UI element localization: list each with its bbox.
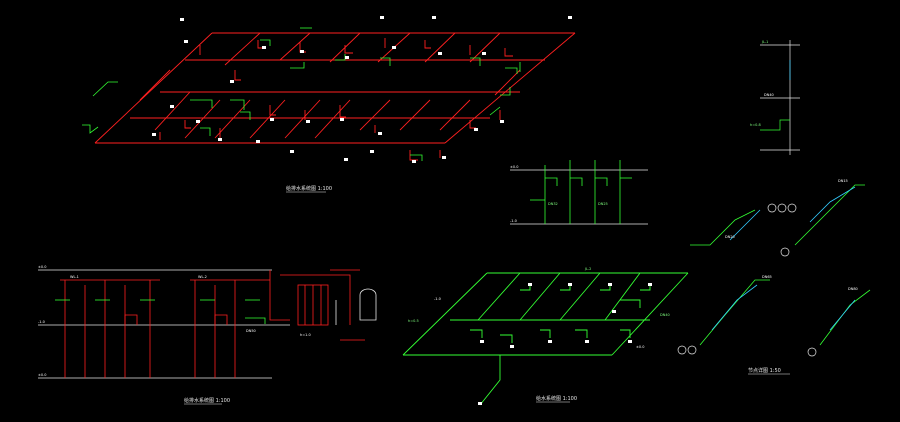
green-iso-right-pipe [611,272,689,356]
detail-label-1: DN20 [725,235,735,239]
red-iso-diagonal-branches [139,32,521,139]
red-riser-label-3: DN50 [246,329,256,333]
red-riser-ground-mid: -1.0 [38,320,45,324]
top-right-riser [760,40,800,155]
green-riser-ground-label: ±0.0 [510,165,519,169]
green-iso-label-2: h=0.5 [408,319,419,323]
green-iso-caption: 给水系统图 1:100 [536,395,577,402]
red-riser-ground-top: ±0.0 [38,265,47,269]
pump-tank-assembly [280,269,377,341]
red-riser-caption: 给排水系统图 1:100 [184,397,230,404]
valve-symbol-5 [677,345,687,355]
red-riser-ground-low: ±0.0 [38,373,47,377]
riser-label-low: h=0.8 [750,123,761,127]
green-riser-base-label: -1.0 [510,219,517,223]
valve-symbol-3 [787,203,797,213]
green-iso-left-pipe [402,272,488,356]
red-riser-label-4: h=1.0 [300,333,311,337]
green-iso-label-1: JL-2 [584,267,591,271]
valve-symbol-4 [780,247,790,257]
green-iso-ground-label: -1.0 [434,297,441,301]
valve-symbols [677,203,817,357]
valve-symbol-6 [687,345,697,355]
green-riser-system [510,160,648,225]
red-iso-fixture-ticks [152,16,572,163]
detail-caption: 节点详图 1:50 [748,367,781,374]
red-isometric-system [94,32,576,161]
red-riser-label-2: WL-2 [198,275,207,279]
green-riser-label-1: DN32 [548,202,558,206]
detail-label-3: DN65 [762,275,772,279]
red-iso-green-stubs [82,27,521,161]
riser-label-mid: DN40 [764,93,774,97]
valve-symbol-1 [767,203,777,213]
green-iso-fixture-ticks [478,283,652,405]
green-iso-ground-label-2: ±0.0 [636,345,645,349]
right-detail-pipes [690,184,871,346]
red-riser-label-1: WL-1 [70,275,79,279]
red-iso-main-left-pipe [94,32,213,144]
valve-symbol-2 [777,203,787,213]
green-iso-label-3: DN40 [660,313,670,317]
green-isometric-system [402,272,689,406]
red-riser-system [38,269,290,379]
riser-label-top: JL-1 [761,40,768,44]
valve-symbol-7 [807,347,817,357]
water-tank [359,288,377,321]
red-iso-caption: 给排水系统图 1:100 [286,185,332,192]
detail-label-2: DN15 [838,179,848,183]
detail-label-4: DN80 [848,287,858,291]
green-riser-label-2: DN25 [598,202,608,206]
